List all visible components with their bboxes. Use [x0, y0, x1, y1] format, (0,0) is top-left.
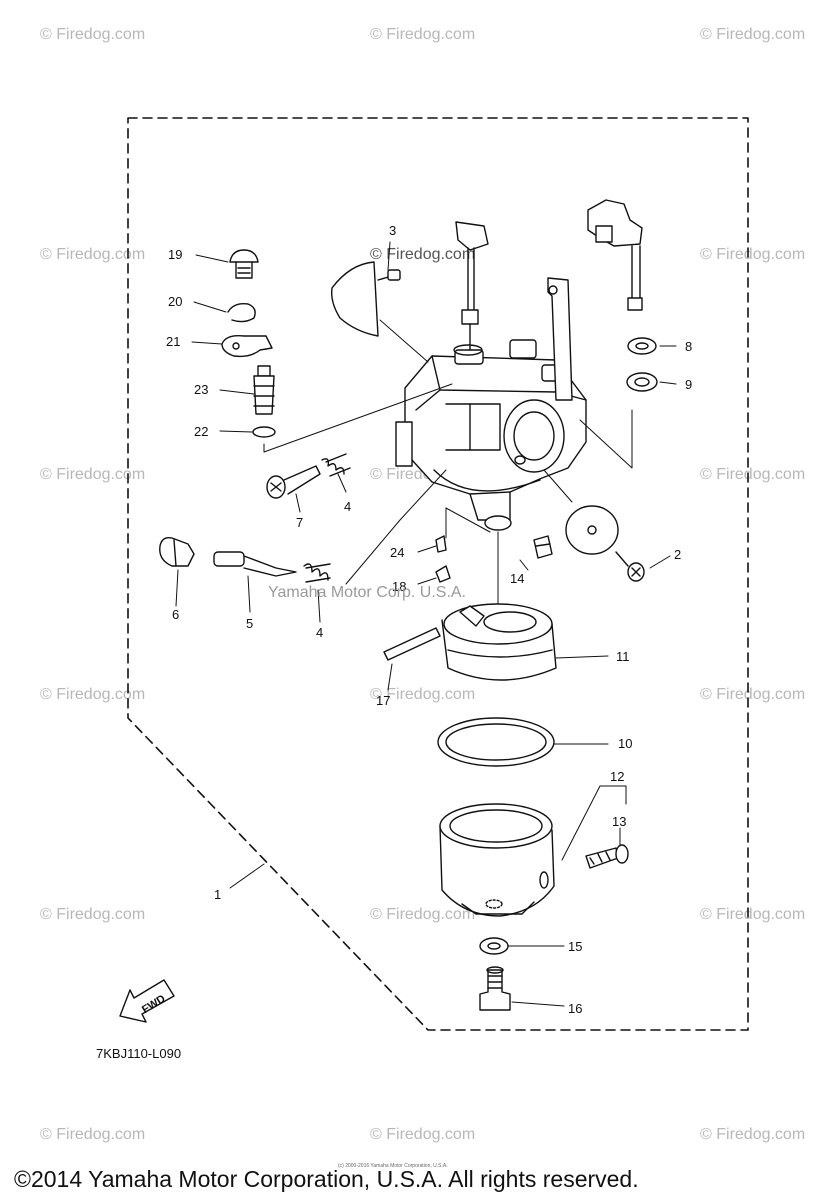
- callout-7: 7: [296, 515, 304, 530]
- watermark-text: © Firedog.com: [370, 686, 476, 703]
- watermark-text: © Firedog.com: [700, 26, 806, 43]
- callout-16: 16: [568, 1001, 583, 1016]
- callout-3: 3: [389, 223, 397, 238]
- leader-lines: [175, 241, 677, 1007]
- watermark-text: © Firedog.com: [700, 906, 806, 923]
- callout-23: 23: [194, 382, 209, 397]
- forward-arrow-icon: [119, 979, 175, 1023]
- callout-13: 13: [612, 814, 627, 829]
- pilot-jet-parts: [221, 249, 276, 438]
- callout-24: 24: [390, 545, 405, 560]
- float-bowl-gasket: [437, 717, 555, 767]
- throttle-shaft: [455, 221, 489, 351]
- bowl-bolt: [479, 966, 511, 1011]
- choke-valve-plate: [565, 505, 645, 582]
- callout-2: 2: [674, 547, 682, 562]
- callout-4-upper: 4: [344, 499, 352, 514]
- watermark-text: © Firedog.com: [40, 246, 146, 263]
- callout-8: 8: [685, 339, 693, 354]
- watermark-text: © Firedog.com: [40, 26, 146, 43]
- assembly-boundary: [127, 117, 749, 1031]
- callout-20: 20: [168, 294, 183, 309]
- diagram-reference-code: 7KBJ110-L090: [96, 1046, 182, 1061]
- pilot-screw-lower: [159, 536, 331, 583]
- callout-1: 1: [214, 887, 222, 902]
- choke-seals: [626, 337, 658, 392]
- carburetor-body: [395, 277, 587, 531]
- watermark-text: © Firedog.com: [370, 246, 476, 263]
- tiny-credit: (c) 2000-2016 Yamaha Motor Corporation, …: [338, 1163, 448, 1169]
- float: [441, 603, 557, 681]
- watermark-text: © Firedog.com: [40, 906, 146, 923]
- watermark-text: © Firedog.com: [40, 466, 146, 483]
- watermark-text: © Firedog.com: [370, 906, 476, 923]
- callout-11: 11: [616, 649, 630, 664]
- watermark-text: © Firedog.com: [370, 26, 476, 43]
- watermark-text: © Firedog.com: [700, 686, 806, 703]
- callout-18: 18: [392, 579, 407, 594]
- callout-10: 10: [618, 736, 633, 751]
- callout-19: 19: [168, 247, 183, 262]
- watermark-text: © Firedog.com: [370, 1126, 476, 1143]
- callout-14: 14: [510, 571, 525, 586]
- callout-4-lower: 4: [316, 625, 324, 640]
- watermark-text: © Firedog.com: [40, 686, 146, 703]
- callout-17: 17: [376, 693, 391, 708]
- watermark-text: © Firedog.com: [700, 246, 806, 263]
- choke-shaft: [587, 199, 643, 311]
- callout-15: 15: [568, 939, 583, 954]
- center-watermark: Yamaha Motor Corp. U.S.A.: [268, 584, 466, 601]
- throttle-valve-plate: [330, 261, 401, 337]
- watermark-text: © Firedog.com: [40, 1126, 146, 1143]
- main-jet: [533, 535, 553, 559]
- assembly-lines: [263, 319, 633, 605]
- watermark-text: © Firedog.com: [700, 1126, 806, 1143]
- copyright-notice: ©2014 Yamaha Motor Corporation, U.S.A. A…: [14, 1166, 639, 1192]
- callout-22: 22: [194, 424, 209, 439]
- callout-21: 21: [166, 334, 181, 349]
- callout-12: 12: [610, 769, 625, 784]
- callout-9: 9: [685, 377, 693, 392]
- float-bowl: [439, 803, 555, 917]
- pilot-screw-upper: [266, 453, 351, 499]
- drain-screw: [585, 844, 629, 869]
- drain-washer: [479, 937, 509, 955]
- watermark-text: © Firedog.com: [700, 466, 806, 483]
- float-pin: [383, 627, 441, 661]
- callout-5: 5: [246, 616, 254, 631]
- float-needle: [435, 535, 451, 583]
- callout-6: 6: [172, 607, 180, 622]
